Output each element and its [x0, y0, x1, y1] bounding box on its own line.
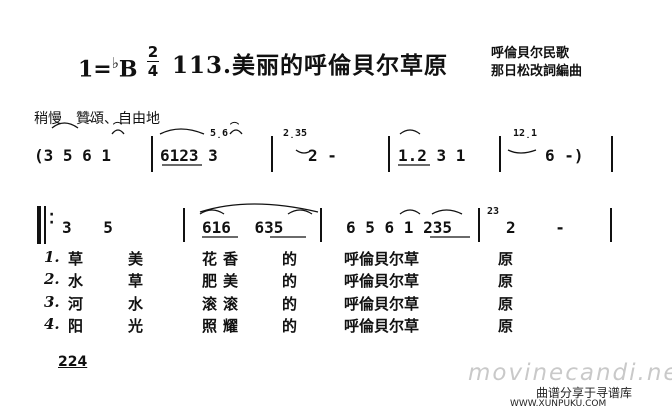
lyric-word: 水 [128, 295, 144, 313]
lyric-word: 呼倫貝尔草 [344, 250, 420, 268]
svg-text:⌒: ⌒ [112, 121, 123, 133]
repeat-dots: ·· [49, 207, 55, 231]
credit-lyrics-arranger: 那日松改詞編曲 [491, 64, 583, 79]
lyric-word: 阳 [68, 317, 84, 335]
lyric-word: 草 [128, 272, 144, 290]
barline [499, 136, 501, 172]
lyric-word: 呼倫貝尔草 [344, 272, 420, 290]
melody-measure-2: 616 635 [202, 218, 284, 237]
footer-site-name: 曲谱分享于寻谱库 [536, 386, 633, 400]
barline [271, 136, 273, 172]
intro-measure-1: (3 5 6 1 [34, 146, 112, 165]
lyric-word: 原 [498, 250, 514, 268]
lyric-word: 的 [282, 317, 298, 335]
lyric-word: 的 [282, 250, 298, 268]
footer-url: WWW.XUNPUKU.COM [510, 399, 607, 409]
grace-notes: 2̣35 [283, 128, 308, 139]
verse-number: 3. [44, 293, 60, 311]
time-signature: 2 4 [147, 43, 159, 80]
grace-notes: 23 [487, 206, 500, 217]
repeat-barline-thin [44, 206, 46, 244]
barline [151, 136, 153, 172]
lyric-word: 照耀 [202, 317, 245, 335]
barline [388, 136, 390, 172]
verse-number: 2. [44, 270, 60, 288]
lyric-word: 河 [68, 295, 84, 313]
lyric-word: 的 [282, 272, 298, 290]
lyric-word: 原 [498, 295, 514, 313]
lyric-word: 水 [68, 272, 84, 290]
intro-measure-2: 6123 3 [160, 146, 218, 165]
barline [183, 208, 185, 242]
intro-measure-3: 2 - [308, 146, 337, 165]
verse-number: 1. [44, 248, 60, 266]
lyric-word: 原 [498, 317, 514, 335]
lyric-word: 呼倫貝尔草 [344, 317, 420, 335]
melody-measure-4: 2 - [506, 218, 565, 237]
credit-folk-song: 呼倫貝尔民歌 [491, 46, 570, 61]
intro-measure-4: 1.2 3 1 [398, 146, 466, 165]
watermark: movinecandi.net [468, 360, 672, 386]
barline [320, 208, 322, 242]
verse-number: 4. [44, 315, 60, 333]
lyric-word: 花香 [202, 250, 245, 268]
svg-text:⌒: ⌒ [229, 121, 240, 133]
page-number: 224 [58, 354, 88, 370]
barline [610, 208, 612, 242]
lyric-word: 光 [128, 317, 144, 335]
lyric-word: 的 [282, 295, 298, 313]
barline [478, 208, 480, 242]
lyric-word: 肥美 [202, 272, 245, 290]
grace-notes: 12̣1 [513, 128, 538, 139]
intro-measure-5: 6 -) [545, 146, 584, 165]
lyric-word: 滚滚 [202, 295, 245, 313]
key-signature: 1=♭B [78, 54, 138, 83]
repeat-barline-thick [37, 206, 41, 244]
melody-measure-3: 6 5 6 1 235 [346, 218, 452, 237]
lyric-word: 草 [68, 250, 84, 268]
melody-measure-1: 3 5 [62, 218, 113, 237]
lyric-word: 美 [128, 250, 144, 268]
song-title: 113.美丽的呼倫貝尔草原 [172, 52, 449, 79]
svg-text:^: ^ [86, 119, 94, 129]
lyric-word: 原 [498, 272, 514, 290]
barline [611, 136, 613, 172]
lyric-word: 呼倫貝尔草 [344, 295, 420, 313]
grace-notes: 5̣6 [210, 128, 229, 139]
